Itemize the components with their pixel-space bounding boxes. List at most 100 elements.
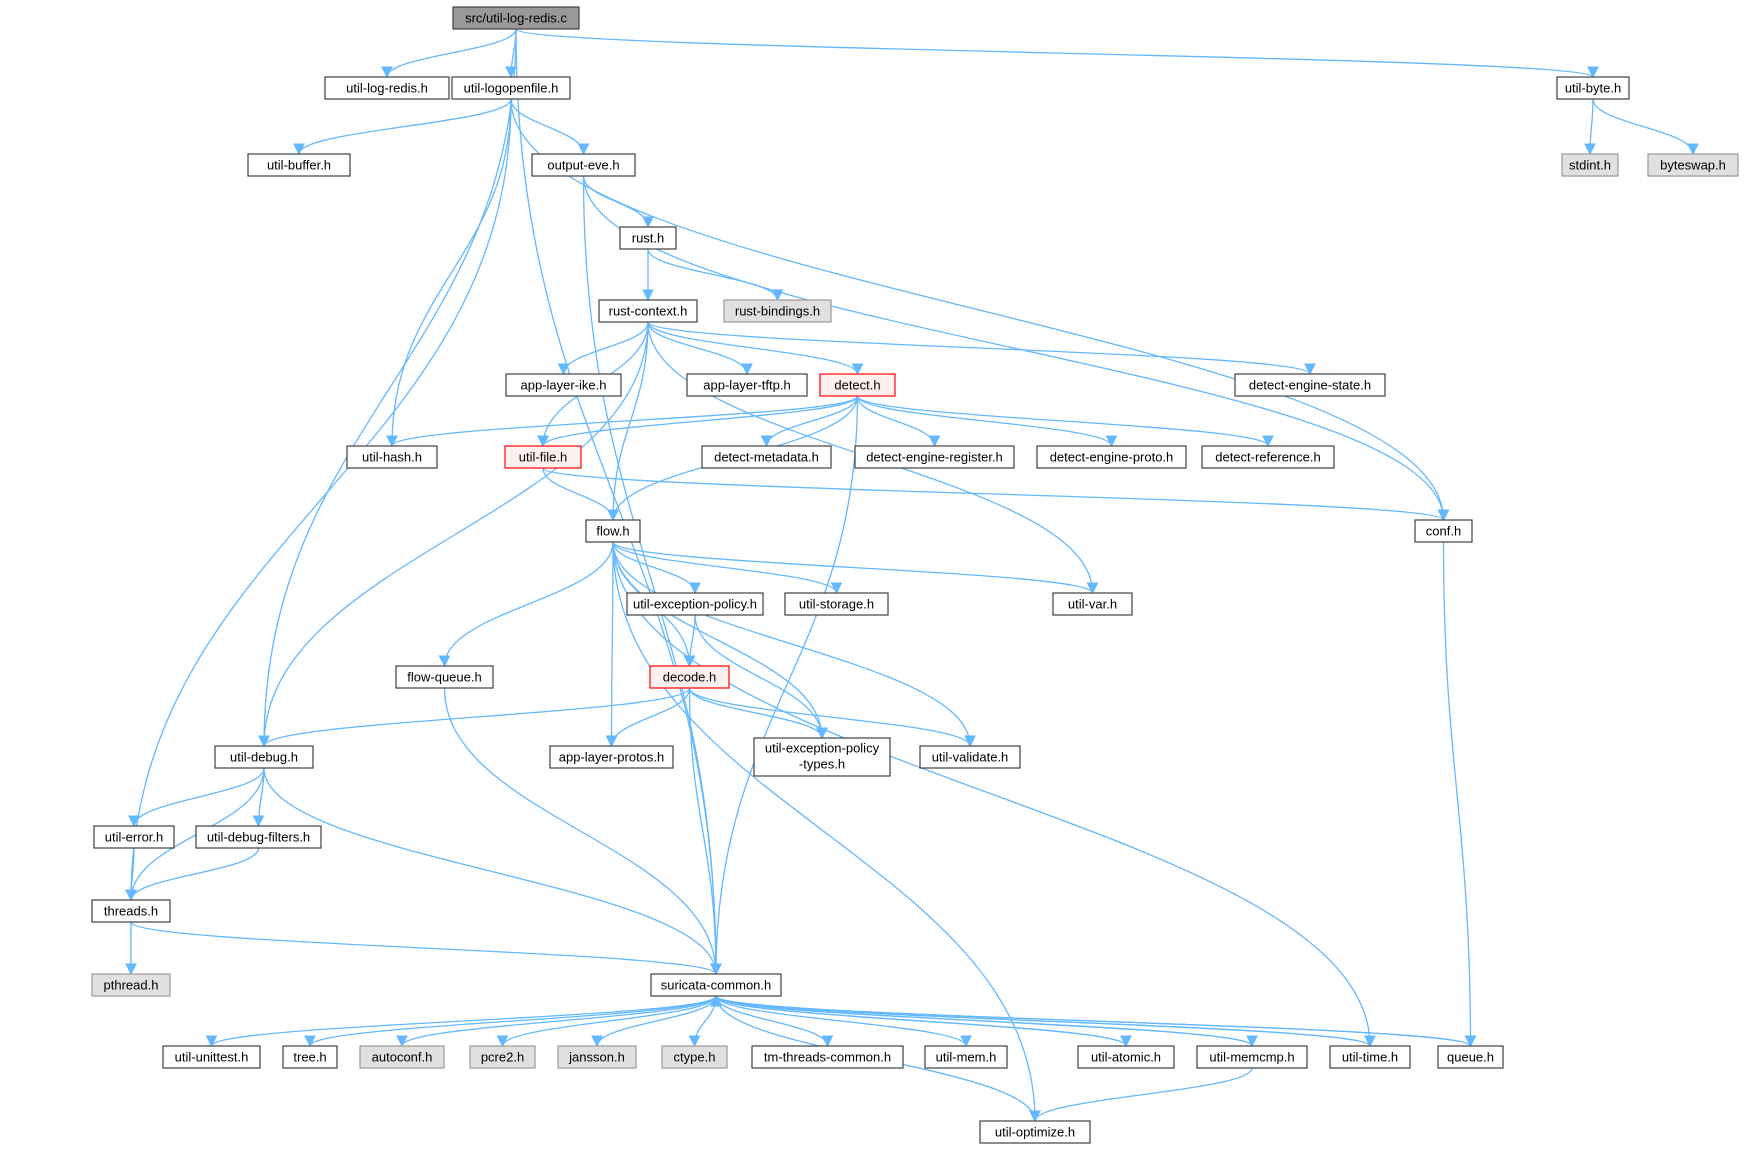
node-outeve[interactable]: output-eve.h bbox=[531, 153, 636, 177]
node-dproto[interactable]: detect-engine-proto.h bbox=[1036, 445, 1187, 469]
edge-arrow bbox=[688, 687, 722, 976]
node-tmthreads[interactable]: tm-threads-common.h bbox=[751, 1045, 904, 1069]
node-box bbox=[1196, 1045, 1308, 1069]
edge-flow-to-excpol bbox=[612, 541, 701, 595]
edge-dbgfilt-to-threads bbox=[125, 847, 260, 902]
node-label: app-layer-protos.h bbox=[559, 749, 665, 764]
node-hash[interactable]: util-hash.h bbox=[346, 445, 438, 469]
node-label: util-validate.h bbox=[932, 749, 1009, 764]
edge-decode-to-debug bbox=[258, 687, 691, 748]
edge-arrow bbox=[612, 541, 701, 595]
node-buffer[interactable]: util-buffer.h bbox=[247, 153, 351, 177]
node-box bbox=[819, 373, 896, 397]
edge-arrow bbox=[710, 994, 1253, 1047]
node-rustbind[interactable]: rust-bindings.h bbox=[723, 299, 832, 323]
node-label: suricata-common.h bbox=[661, 977, 772, 992]
node-logredis[interactable]: util-log-redis.h bbox=[324, 76, 450, 100]
node-mem[interactable]: util-mem.h bbox=[924, 1045, 1008, 1069]
node-label: pthread.h bbox=[104, 977, 159, 992]
node-storage[interactable]: util-storage.h bbox=[784, 592, 889, 616]
node-tftp[interactable]: app-layer-tftp.h bbox=[686, 373, 808, 397]
node-box bbox=[649, 665, 730, 689]
node-flow[interactable]: flow.h bbox=[585, 519, 641, 543]
node-dbgfilt[interactable]: util-debug-filters.h bbox=[195, 825, 322, 849]
node-exctypes[interactable]: util-exception-policy-types.h bbox=[753, 737, 891, 777]
edge-arrow bbox=[125, 98, 512, 902]
node-threads[interactable]: threads.h bbox=[91, 899, 171, 923]
node-flowq[interactable]: flow-queue.h bbox=[395, 665, 494, 689]
node-optimize[interactable]: util-optimize.h bbox=[979, 1120, 1091, 1144]
edge-debug-to-common bbox=[263, 767, 722, 976]
node-detect[interactable]: detect.h bbox=[819, 373, 896, 397]
node-label: util-time.h bbox=[1342, 1049, 1398, 1064]
node-box bbox=[1036, 445, 1187, 469]
node-debug[interactable]: util-debug.h bbox=[214, 745, 314, 769]
node-dreg[interactable]: detect-engine-register.h bbox=[854, 445, 1015, 469]
node-byte[interactable]: util-byte.h bbox=[1556, 76, 1630, 100]
node-common[interactable]: suricata-common.h bbox=[650, 973, 782, 997]
node-decode[interactable]: decode.h bbox=[649, 665, 730, 689]
node-label: util-debug.h bbox=[230, 749, 298, 764]
node-atomic[interactable]: util-atomic.h bbox=[1077, 1045, 1175, 1069]
edge-arrow bbox=[537, 395, 859, 448]
node-byteswap[interactable]: byteswap.h bbox=[1647, 153, 1739, 177]
node-dmeta[interactable]: detect-metadata.h bbox=[701, 445, 832, 469]
node-desstate[interactable]: detect-engine-state.h bbox=[1234, 373, 1386, 397]
node-label: app-layer-tftp.h bbox=[703, 377, 790, 392]
node-dref[interactable]: detect-reference.h bbox=[1201, 445, 1335, 469]
edge-arrow bbox=[710, 395, 859, 976]
node-validate[interactable]: util-validate.h bbox=[919, 745, 1021, 769]
edge-arrow bbox=[856, 395, 1118, 448]
node-var[interactable]: util-var.h bbox=[1052, 592, 1133, 616]
node-unittest[interactable]: util-unittest.h bbox=[162, 1045, 261, 1069]
edge-arrow bbox=[128, 767, 265, 828]
node-tree[interactable]: tree.h bbox=[282, 1045, 338, 1069]
node-pthread[interactable]: pthread.h bbox=[91, 973, 171, 997]
node-jansson[interactable]: jansson.h bbox=[557, 1045, 637, 1069]
edge-arrow bbox=[694, 614, 828, 740]
node-label: util-unittest.h bbox=[175, 1049, 249, 1064]
node-label: util-mem.h bbox=[936, 1049, 997, 1064]
node-ike[interactable]: app-layer-ike.h bbox=[505, 373, 622, 397]
node-root[interactable]: src/util-log-redis.c bbox=[452, 6, 580, 30]
node-label: pcre2.h bbox=[481, 1049, 524, 1064]
node-rustctx[interactable]: rust-context.h bbox=[598, 299, 698, 323]
node-ctype[interactable]: ctype.h bbox=[661, 1045, 728, 1069]
edge-arrow bbox=[605, 541, 618, 748]
node-conf[interactable]: conf.h bbox=[1414, 519, 1473, 543]
edge-logopen-to-threads bbox=[125, 98, 512, 902]
edge-conf-to-queue bbox=[1442, 541, 1477, 1048]
edge-common-to-pcre2 bbox=[496, 995, 717, 1048]
node-logopen[interactable]: util-logopenfile.h bbox=[451, 76, 571, 100]
node-box bbox=[346, 445, 438, 469]
edge-arrow bbox=[443, 687, 722, 976]
edge-file-to-flow bbox=[542, 467, 619, 522]
edge-decode-to-validate bbox=[688, 687, 976, 748]
node-autoconf[interactable]: autoconf.h bbox=[359, 1045, 445, 1069]
node-stdint[interactable]: stdint.h bbox=[1561, 153, 1619, 177]
node-memcmp[interactable]: util-memcmp.h bbox=[1196, 1045, 1308, 1069]
edge-arrow bbox=[710, 994, 1371, 1047]
node-protos[interactable]: app-layer-protos.h bbox=[549, 745, 674, 769]
node-label: util-exception-policy.h bbox=[633, 596, 757, 611]
node-box bbox=[452, 6, 580, 30]
node-label: detect-engine-register.h bbox=[866, 449, 1003, 464]
node-queue[interactable]: queue.h bbox=[1437, 1045, 1504, 1069]
edge-arrow bbox=[647, 321, 864, 376]
node-rust[interactable]: rust.h bbox=[619, 226, 677, 250]
node-pcre2[interactable]: pcre2.h bbox=[469, 1045, 536, 1069]
node-file[interactable]: util-file.h bbox=[504, 445, 582, 469]
edge-detect-to-dmeta bbox=[760, 395, 859, 448]
node-box bbox=[1414, 519, 1473, 543]
edge-arrow bbox=[542, 467, 619, 522]
node-box bbox=[549, 745, 674, 769]
node-box bbox=[784, 592, 889, 616]
node-label: -types.h bbox=[799, 756, 845, 771]
node-error[interactable]: util-error.h bbox=[93, 825, 175, 849]
edge-arrow bbox=[582, 175, 722, 976]
node-time[interactable]: util-time.h bbox=[1329, 1045, 1411, 1069]
node-excpol[interactable]: util-exception-policy.h bbox=[626, 592, 764, 616]
edge-byte-to-stdint bbox=[1584, 98, 1596, 156]
node-label: util-var.h bbox=[1068, 596, 1117, 611]
